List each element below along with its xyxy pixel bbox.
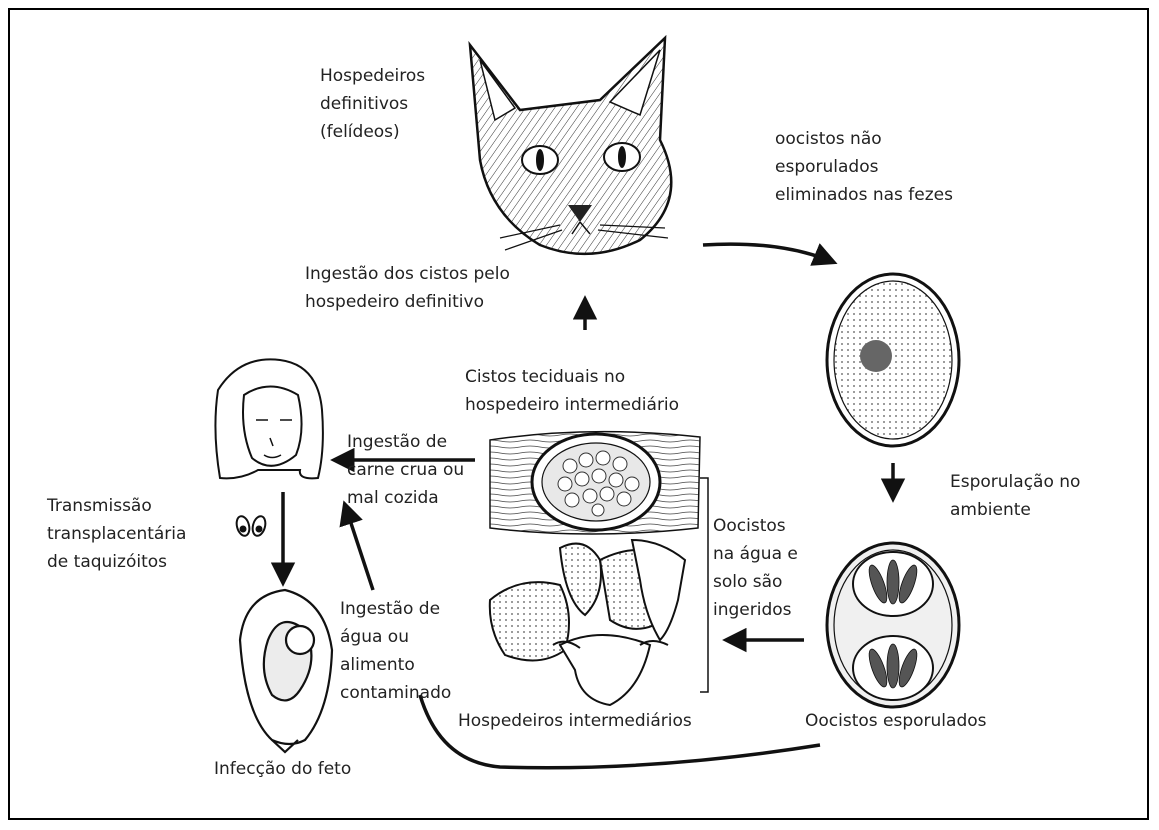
livestock-icon <box>490 540 685 705</box>
arrow-food-to-human <box>345 505 373 590</box>
sporulated-oocyst-icon <box>827 543 959 707</box>
label-oocysts-feces: oocistos não esporulados eliminados nas … <box>775 125 953 209</box>
fetus-icon <box>240 590 332 752</box>
label-sporulated-oocysts: Oocistos esporulados <box>805 707 987 735</box>
label-definitive-hosts: Hospedeiros definitivos (felídeos) <box>320 62 425 146</box>
arrow-cat-to-oocyst <box>703 244 833 262</box>
cat-head-icon <box>470 38 671 254</box>
label-water-food: Ingestão de água ou alimento contaminado <box>340 595 451 707</box>
label-cyst-ingestion: Ingestão dos cistos pelo hospedeiro defi… <box>305 260 510 316</box>
label-sporulation: Esporulação no ambiente <box>950 468 1080 524</box>
tissue-cyst-icon <box>490 432 700 534</box>
unsporulated-oocyst-icon <box>827 274 959 446</box>
host-bracket <box>700 478 708 692</box>
label-transplacental: Transmissão transplacentária de taquizói… <box>47 492 186 576</box>
woman-head-icon <box>215 359 322 478</box>
label-fetus-infection: Infecção do feto <box>214 755 351 783</box>
tachyzoite-icon <box>235 515 268 537</box>
label-intermediate-hosts: Hospedeiros intermediários <box>458 707 692 735</box>
label-tissue-cysts: Cistos teciduais no hospedeiro intermedi… <box>465 363 679 419</box>
label-meat-ingestion: Ingestão de carne crua ou mal cozida <box>347 428 464 512</box>
label-water-soil: Oocistos na água e solo são ingeridos <box>713 512 798 624</box>
